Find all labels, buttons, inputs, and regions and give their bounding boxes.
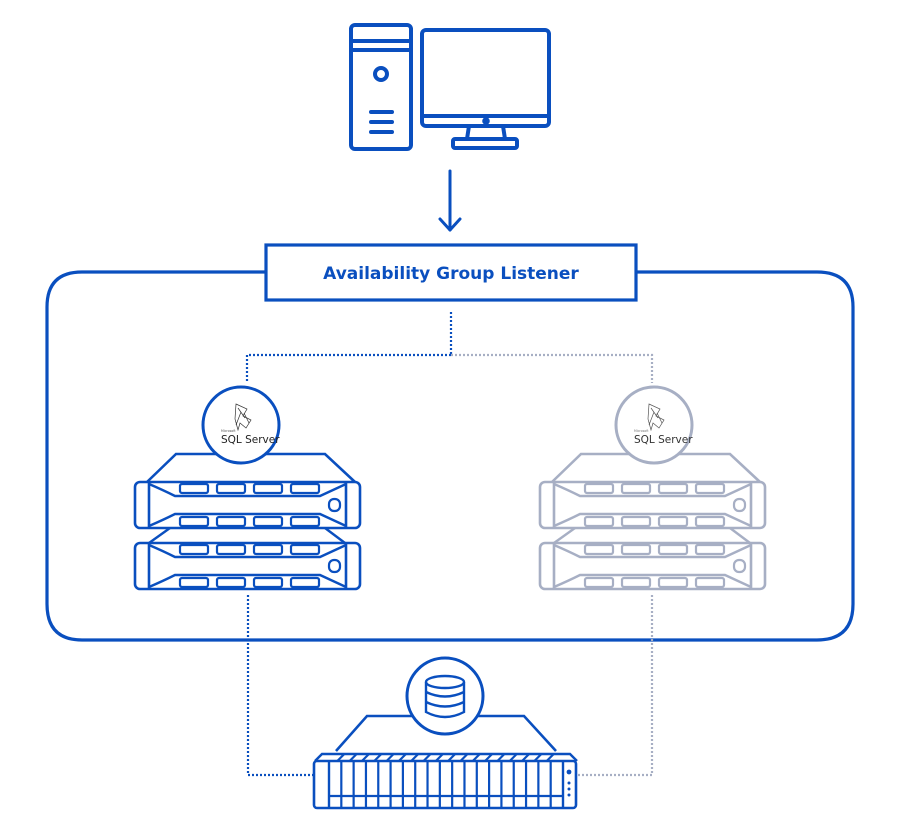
storage-connectors xyxy=(246,595,654,777)
drive-slot-top xyxy=(410,753,419,762)
drive-slot-top xyxy=(336,753,346,762)
sql-server-badge: Microsoft SQL Server xyxy=(201,385,281,465)
status-led-icon xyxy=(566,769,572,775)
arrow-down-icon xyxy=(438,169,462,232)
database-badge xyxy=(405,656,485,736)
drive-slot-top xyxy=(459,753,469,762)
shared-storage-array[interactable] xyxy=(312,656,578,810)
connector-to-secondary xyxy=(451,353,654,383)
badge-brand: Microsoft xyxy=(634,429,649,433)
rack-unit-2 xyxy=(133,541,362,591)
drive-slot-top xyxy=(533,753,543,762)
drive-slot-top xyxy=(472,753,481,762)
drive-slot-top xyxy=(496,753,506,762)
drive-slot-top xyxy=(508,753,518,762)
desktop-tower-icon xyxy=(349,23,413,151)
database-icon xyxy=(424,674,466,719)
connector-to-primary xyxy=(245,353,451,383)
secondary-replica[interactable]: Microsoft SQL Server xyxy=(538,385,767,591)
rack-unit-2 xyxy=(538,541,767,591)
drive-slot-top xyxy=(385,753,395,762)
badge-brand: Microsoft xyxy=(221,429,236,433)
sql-server-logo-icon xyxy=(647,403,665,432)
listener-label: Availability Group Listener xyxy=(323,264,579,284)
drive-slot-top xyxy=(484,753,493,762)
connector-secondary-to-storage xyxy=(578,595,654,777)
drive-slots xyxy=(336,753,555,808)
drive-slot-top xyxy=(398,753,407,762)
drive-slot-top xyxy=(361,753,370,762)
monitor-icon xyxy=(420,28,551,150)
drive-slot-top xyxy=(373,753,383,762)
listener-box[interactable]: Availability Group Listener xyxy=(264,243,638,302)
drive-slot-top xyxy=(422,753,432,762)
drive-slot-top xyxy=(521,753,530,762)
drive-slot-top xyxy=(447,753,456,762)
drive-slot-top xyxy=(435,753,444,762)
client-computer xyxy=(349,23,551,151)
primary-replica[interactable]: Microsoft SQL Server xyxy=(133,385,362,591)
listener-connectors xyxy=(245,312,654,383)
badge-product: SQL Server xyxy=(221,434,280,446)
drive-slot-top xyxy=(348,753,358,762)
rack-unit-1 xyxy=(133,480,362,530)
availability-group-boundary xyxy=(45,270,855,642)
drive-slot-top xyxy=(545,753,555,762)
sql-server-badge: Microsoft SQL Server xyxy=(614,385,694,465)
rack-unit-1 xyxy=(538,480,767,530)
badge-product: SQL Server xyxy=(634,434,693,446)
connector-primary-to-storage xyxy=(246,595,313,777)
sql-server-logo-icon xyxy=(234,403,252,432)
